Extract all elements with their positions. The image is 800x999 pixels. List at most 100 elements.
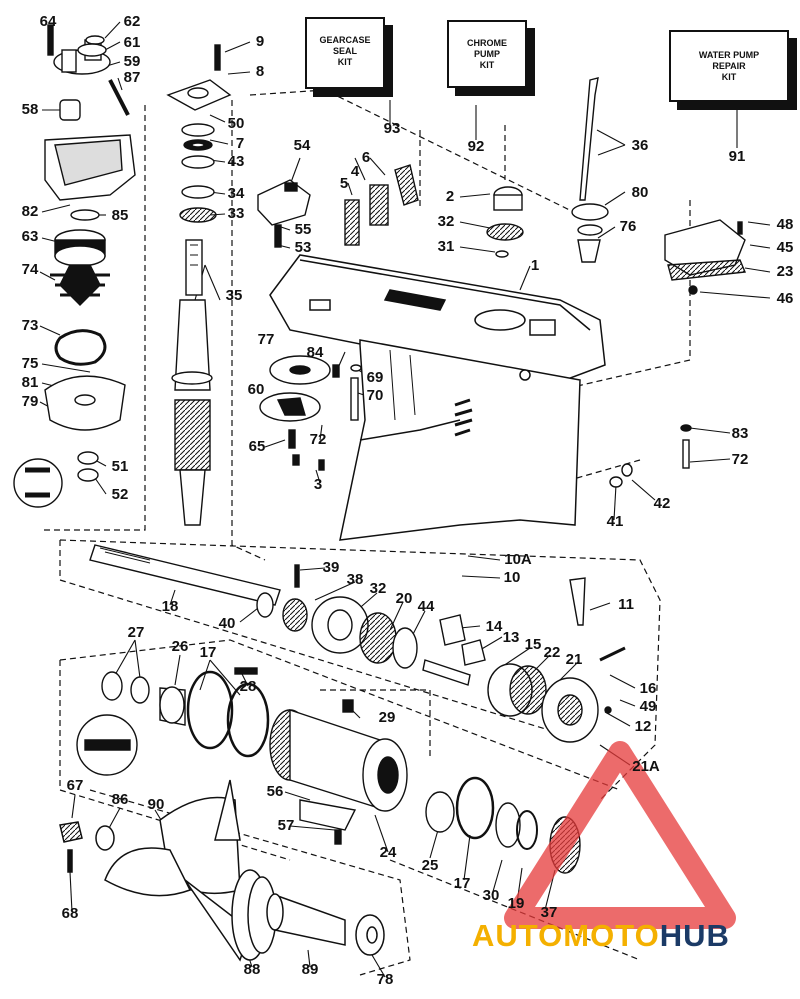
kit-ref-93: 93 [383, 120, 401, 137]
water-pump-group [13, 24, 136, 508]
callout-22: 22 [543, 644, 561, 661]
callout-73: 73 [21, 317, 39, 334]
callout-74: 74 [21, 261, 39, 278]
kit-line: GEARCASE [319, 35, 371, 45]
callout-6: 6 [361, 149, 371, 166]
callout-80: 80 [631, 184, 649, 201]
chrome-pump-kit-box: CHROME PUMP KIT [447, 20, 527, 88]
callout-64: 64 [39, 13, 57, 30]
callout-89: 89 [301, 961, 319, 978]
callout-32-lower: 32 [369, 580, 387, 597]
callout-67: 67 [66, 777, 84, 794]
callout-65: 65 [248, 438, 266, 455]
callout-9: 9 [255, 33, 265, 50]
callout-25: 25 [421, 857, 439, 874]
callout-87: 87 [123, 69, 141, 86]
callout-4: 4 [350, 163, 360, 180]
callout-90: 90 [147, 796, 165, 813]
propshaft-group [89, 544, 626, 743]
kit-line: KIT [721, 72, 737, 82]
kit-line: KIT [337, 57, 353, 67]
kit-line: REPAIR [712, 61, 746, 71]
callout-56: 56 [266, 783, 284, 800]
callout-15: 15 [524, 636, 542, 653]
callout-55: 55 [294, 221, 312, 238]
callout-17-upper: 17 [199, 644, 217, 661]
bearing-housing-group [76, 667, 581, 874]
gearcase-seal-kit-box: GEARCASE SEAL KIT [305, 17, 385, 89]
callout-88: 88 [243, 961, 261, 978]
kit-line: SEAL [332, 46, 357, 56]
callout-13: 13 [502, 629, 520, 646]
callout-21a: 21A [632, 758, 660, 775]
callout-69: 69 [366, 369, 384, 386]
callout-29: 29 [378, 709, 396, 726]
callout-5: 5 [339, 175, 349, 192]
kit-line: PUMP [473, 49, 500, 59]
callout-34: 34 [227, 185, 245, 202]
kit-line: CHROME [467, 38, 507, 48]
callout-52: 52 [111, 486, 129, 503]
watermark-brand: AUTOMOTOHUB [472, 918, 730, 954]
callout-16: 16 [639, 680, 657, 697]
callout-62: 62 [123, 13, 141, 30]
kit-line: KIT [479, 60, 495, 70]
watermark-triangle [504, 741, 736, 929]
brand-part-2: HUB [659, 918, 730, 953]
callout-42: 42 [653, 495, 671, 512]
callout-39: 39 [322, 559, 340, 576]
callout-20: 20 [395, 590, 413, 607]
callout-81: 81 [21, 374, 39, 391]
callout-46: 46 [776, 290, 794, 307]
callout-10a: 10A [504, 551, 532, 568]
callout-43: 43 [227, 153, 245, 170]
callout-45: 45 [776, 239, 794, 256]
callout-40: 40 [218, 615, 236, 632]
callout-79: 79 [21, 393, 39, 410]
callout-19: 19 [507, 895, 525, 912]
callout-61: 61 [123, 34, 141, 51]
callout-33: 33 [227, 205, 245, 222]
gearcase-housing [269, 254, 606, 541]
callout-1: 1 [530, 257, 540, 274]
callout-10: 10 [503, 569, 521, 586]
callout-50: 50 [227, 115, 245, 132]
kit-line: WATER PUMP [698, 50, 760, 60]
callout-63: 63 [21, 228, 39, 245]
callout-24: 24 [379, 844, 397, 861]
callout-53: 53 [294, 239, 312, 256]
callout-7: 7 [235, 135, 245, 152]
callout-11: 11 [618, 596, 634, 613]
driveshaft-group [166, 44, 232, 526]
callout-36: 36 [631, 137, 649, 154]
callout-70: 70 [366, 387, 384, 404]
callout-77: 77 [257, 331, 275, 348]
callout-54: 54 [293, 137, 311, 154]
callout-2: 2 [445, 188, 455, 205]
callout-85: 85 [111, 207, 129, 224]
callout-35: 35 [225, 287, 243, 304]
callout-37: 37 [540, 904, 558, 921]
callout-48: 48 [776, 216, 794, 233]
callout-51: 51 [111, 458, 129, 475]
callout-31: 31 [437, 238, 455, 255]
propeller-group [59, 779, 385, 962]
callout-17-lower: 17 [453, 875, 471, 892]
brand-part-1: AUTOMOTO [472, 918, 660, 953]
callout-60: 60 [247, 381, 265, 398]
callout-8: 8 [255, 63, 265, 80]
callout-78: 78 [376, 971, 394, 988]
callout-28: 28 [239, 678, 257, 695]
callout-32-upper: 32 [437, 213, 455, 230]
callout-72-left: 72 [309, 431, 327, 448]
callout-76: 76 [619, 218, 637, 235]
callout-57: 57 [277, 817, 295, 834]
callout-84: 84 [306, 344, 324, 361]
callout-41: 41 [606, 513, 624, 530]
callout-72-right: 72 [731, 451, 749, 468]
callout-30: 30 [482, 887, 500, 904]
callout-82: 82 [21, 203, 39, 220]
callout-21: 21 [565, 651, 583, 668]
